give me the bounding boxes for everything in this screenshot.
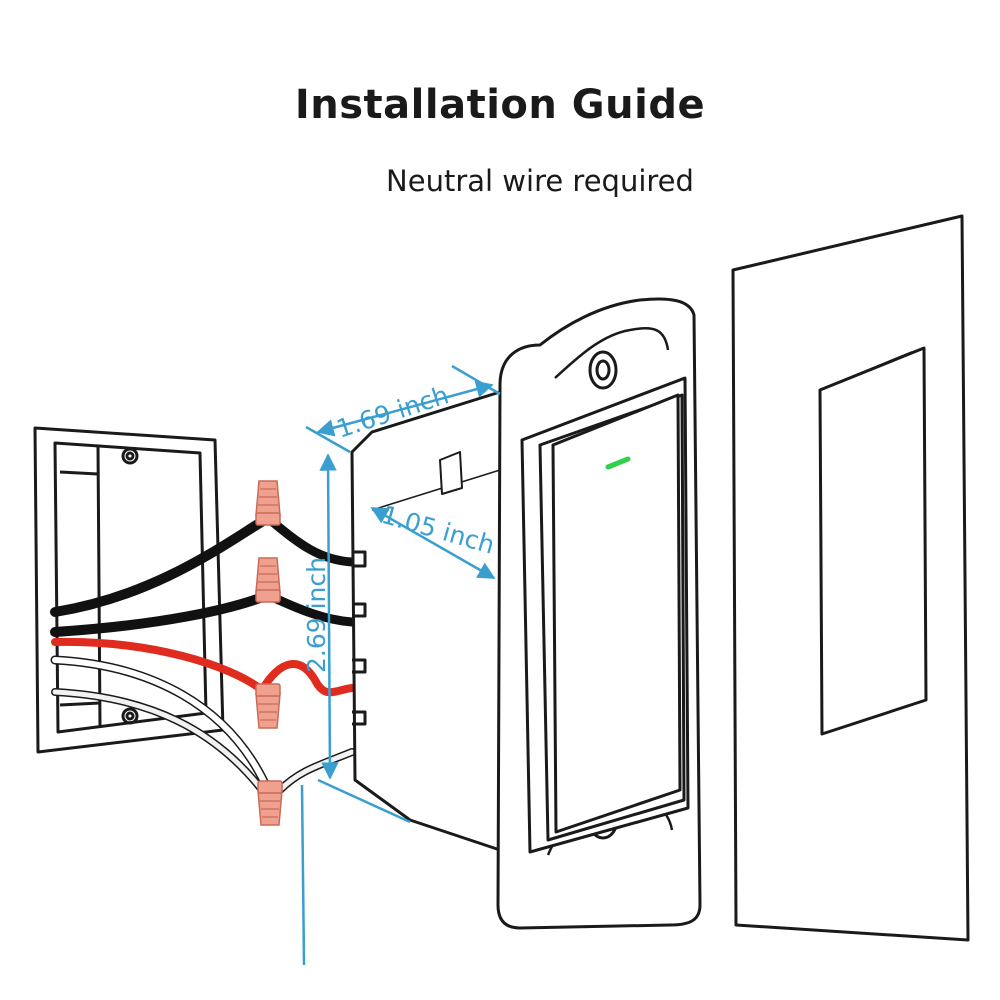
wire-black-1 [50, 513, 273, 617]
page-title: Installation Guide [294, 82, 706, 128]
led-indicator [605, 456, 631, 470]
dimension-lines [300, 364, 501, 966]
wire-nut-1 [255, 480, 281, 526]
wire-nut-3 [255, 683, 281, 729]
wiring [50, 513, 357, 795]
wire-black-2 [263, 513, 357, 567]
wall-plate [731, 214, 970, 942]
wire-black-3 [50, 590, 273, 637]
wire-nut-2 [255, 557, 281, 603]
dimension-label-height: 2.69 inch [302, 557, 331, 673]
switch-body [350, 390, 502, 852]
page-subtitle: Neutral wire required [386, 164, 694, 198]
switch-strap [496, 297, 702, 930]
wire-nut-4 [257, 780, 283, 826]
wire-red-1 [51, 637, 266, 694]
